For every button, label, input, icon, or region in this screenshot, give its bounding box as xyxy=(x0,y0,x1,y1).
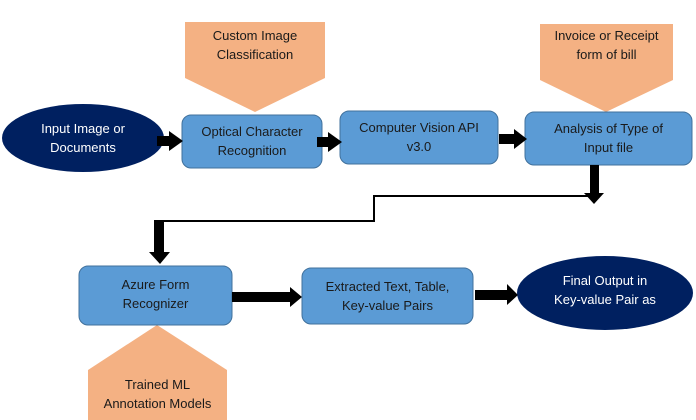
node-extracted-label: Extracted Text, Table, Key-value Pairs xyxy=(325,279,450,313)
arrow-down-to-form-recognizer xyxy=(149,220,170,264)
callout-custom-image-shape xyxy=(185,22,325,112)
node-ocr-label: Optical Character Recognition xyxy=(201,124,303,158)
callout-custom-image-label: Custom Image Classification xyxy=(212,28,298,62)
connector-analysis-to-form-recognizer xyxy=(159,195,597,222)
node-analysis-label: Analysis of Type of Input file xyxy=(554,121,663,155)
node-output-shape xyxy=(517,256,693,330)
arrow-input-to-ocr xyxy=(157,131,183,151)
node-cv-api-label: Computer Vision API v3.0 xyxy=(359,120,479,154)
node-output-label: Final Output in Key-value Pair as xyxy=(554,273,656,307)
node-input-label: Input Image or Documents xyxy=(41,121,125,155)
callout-invoice-shape xyxy=(540,24,673,112)
node-cv-api-shape xyxy=(339,110,499,165)
node-extracted-shape xyxy=(301,267,474,325)
callout-invoice-label: Invoice or Receipt form of bill xyxy=(554,28,659,62)
node-input-shape xyxy=(2,104,164,172)
arrow-ocr-to-cv-api xyxy=(317,132,342,152)
arrow-cv-api-to-analysis xyxy=(499,129,527,149)
arrow-extracted-to-output xyxy=(475,284,518,305)
callout-trained-ml-shape xyxy=(88,325,227,420)
arrow-form-recognizer-to-extracted xyxy=(232,287,302,307)
callout-trained-ml-label: Trained ML Annotation Models xyxy=(103,377,212,411)
arrow-analysis-down xyxy=(584,165,604,204)
node-form-recognizer-label: Azure Form Recognizer xyxy=(121,277,190,311)
